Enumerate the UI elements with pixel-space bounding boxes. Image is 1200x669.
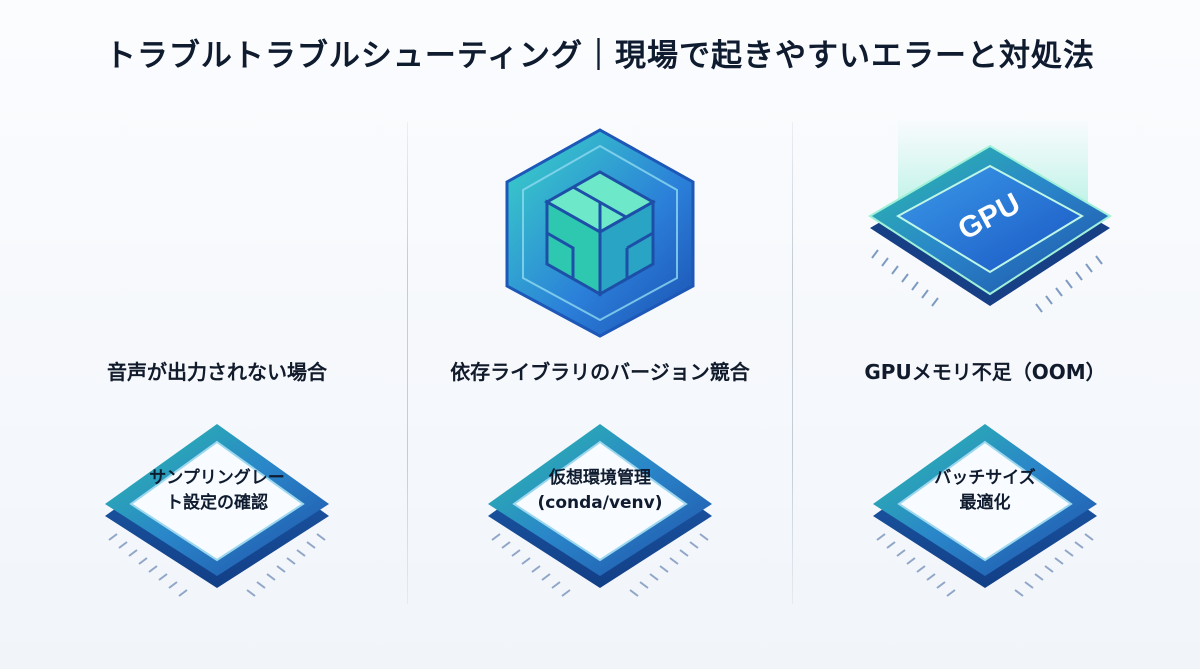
column-divider-2 [792,122,793,604]
sound-wave-icon [105,136,332,316]
issue-label-audio: 音声が出力されない場合 [107,360,327,384]
column-dependency: 依存ライブラリのバージョン競合 仮想環境管理 (conda/venv) [405,118,795,658]
chip-pins [108,533,326,597]
column-audio: 音声が出力されない場合 サンプリングレー ト設定の確認 [22,118,412,658]
solution-text-dependency: 仮想環境管理 (conda/venv) [537,468,663,513]
solution-chip [105,424,329,597]
solution-text-gpu: バッチサイズ 最適化 [934,468,1036,513]
gpu-chip-icon: GPU [868,118,1112,313]
issue-label-dependency: 依存ライブラリのバージョン競合 [450,360,750,384]
chip-pins [876,533,1094,597]
issue-label-gpu: GPUメモリ不足（OOM） [864,360,1106,384]
package-cube-icon [505,128,695,338]
column-gpu: GPU GPUメモリ不足（OOM） バッチサイズ 最適化 [790,118,1180,658]
chip-pins [491,533,709,597]
column-divider-1 [407,122,408,604]
solution-chip [488,424,712,597]
page-title: トラブルトラブルシューティング｜現場で起きやすいエラーと対処法 [104,38,1096,74]
solution-text-audio: サンプリングレー ト設定の確認 [149,468,285,513]
solution-chip [873,424,1097,597]
